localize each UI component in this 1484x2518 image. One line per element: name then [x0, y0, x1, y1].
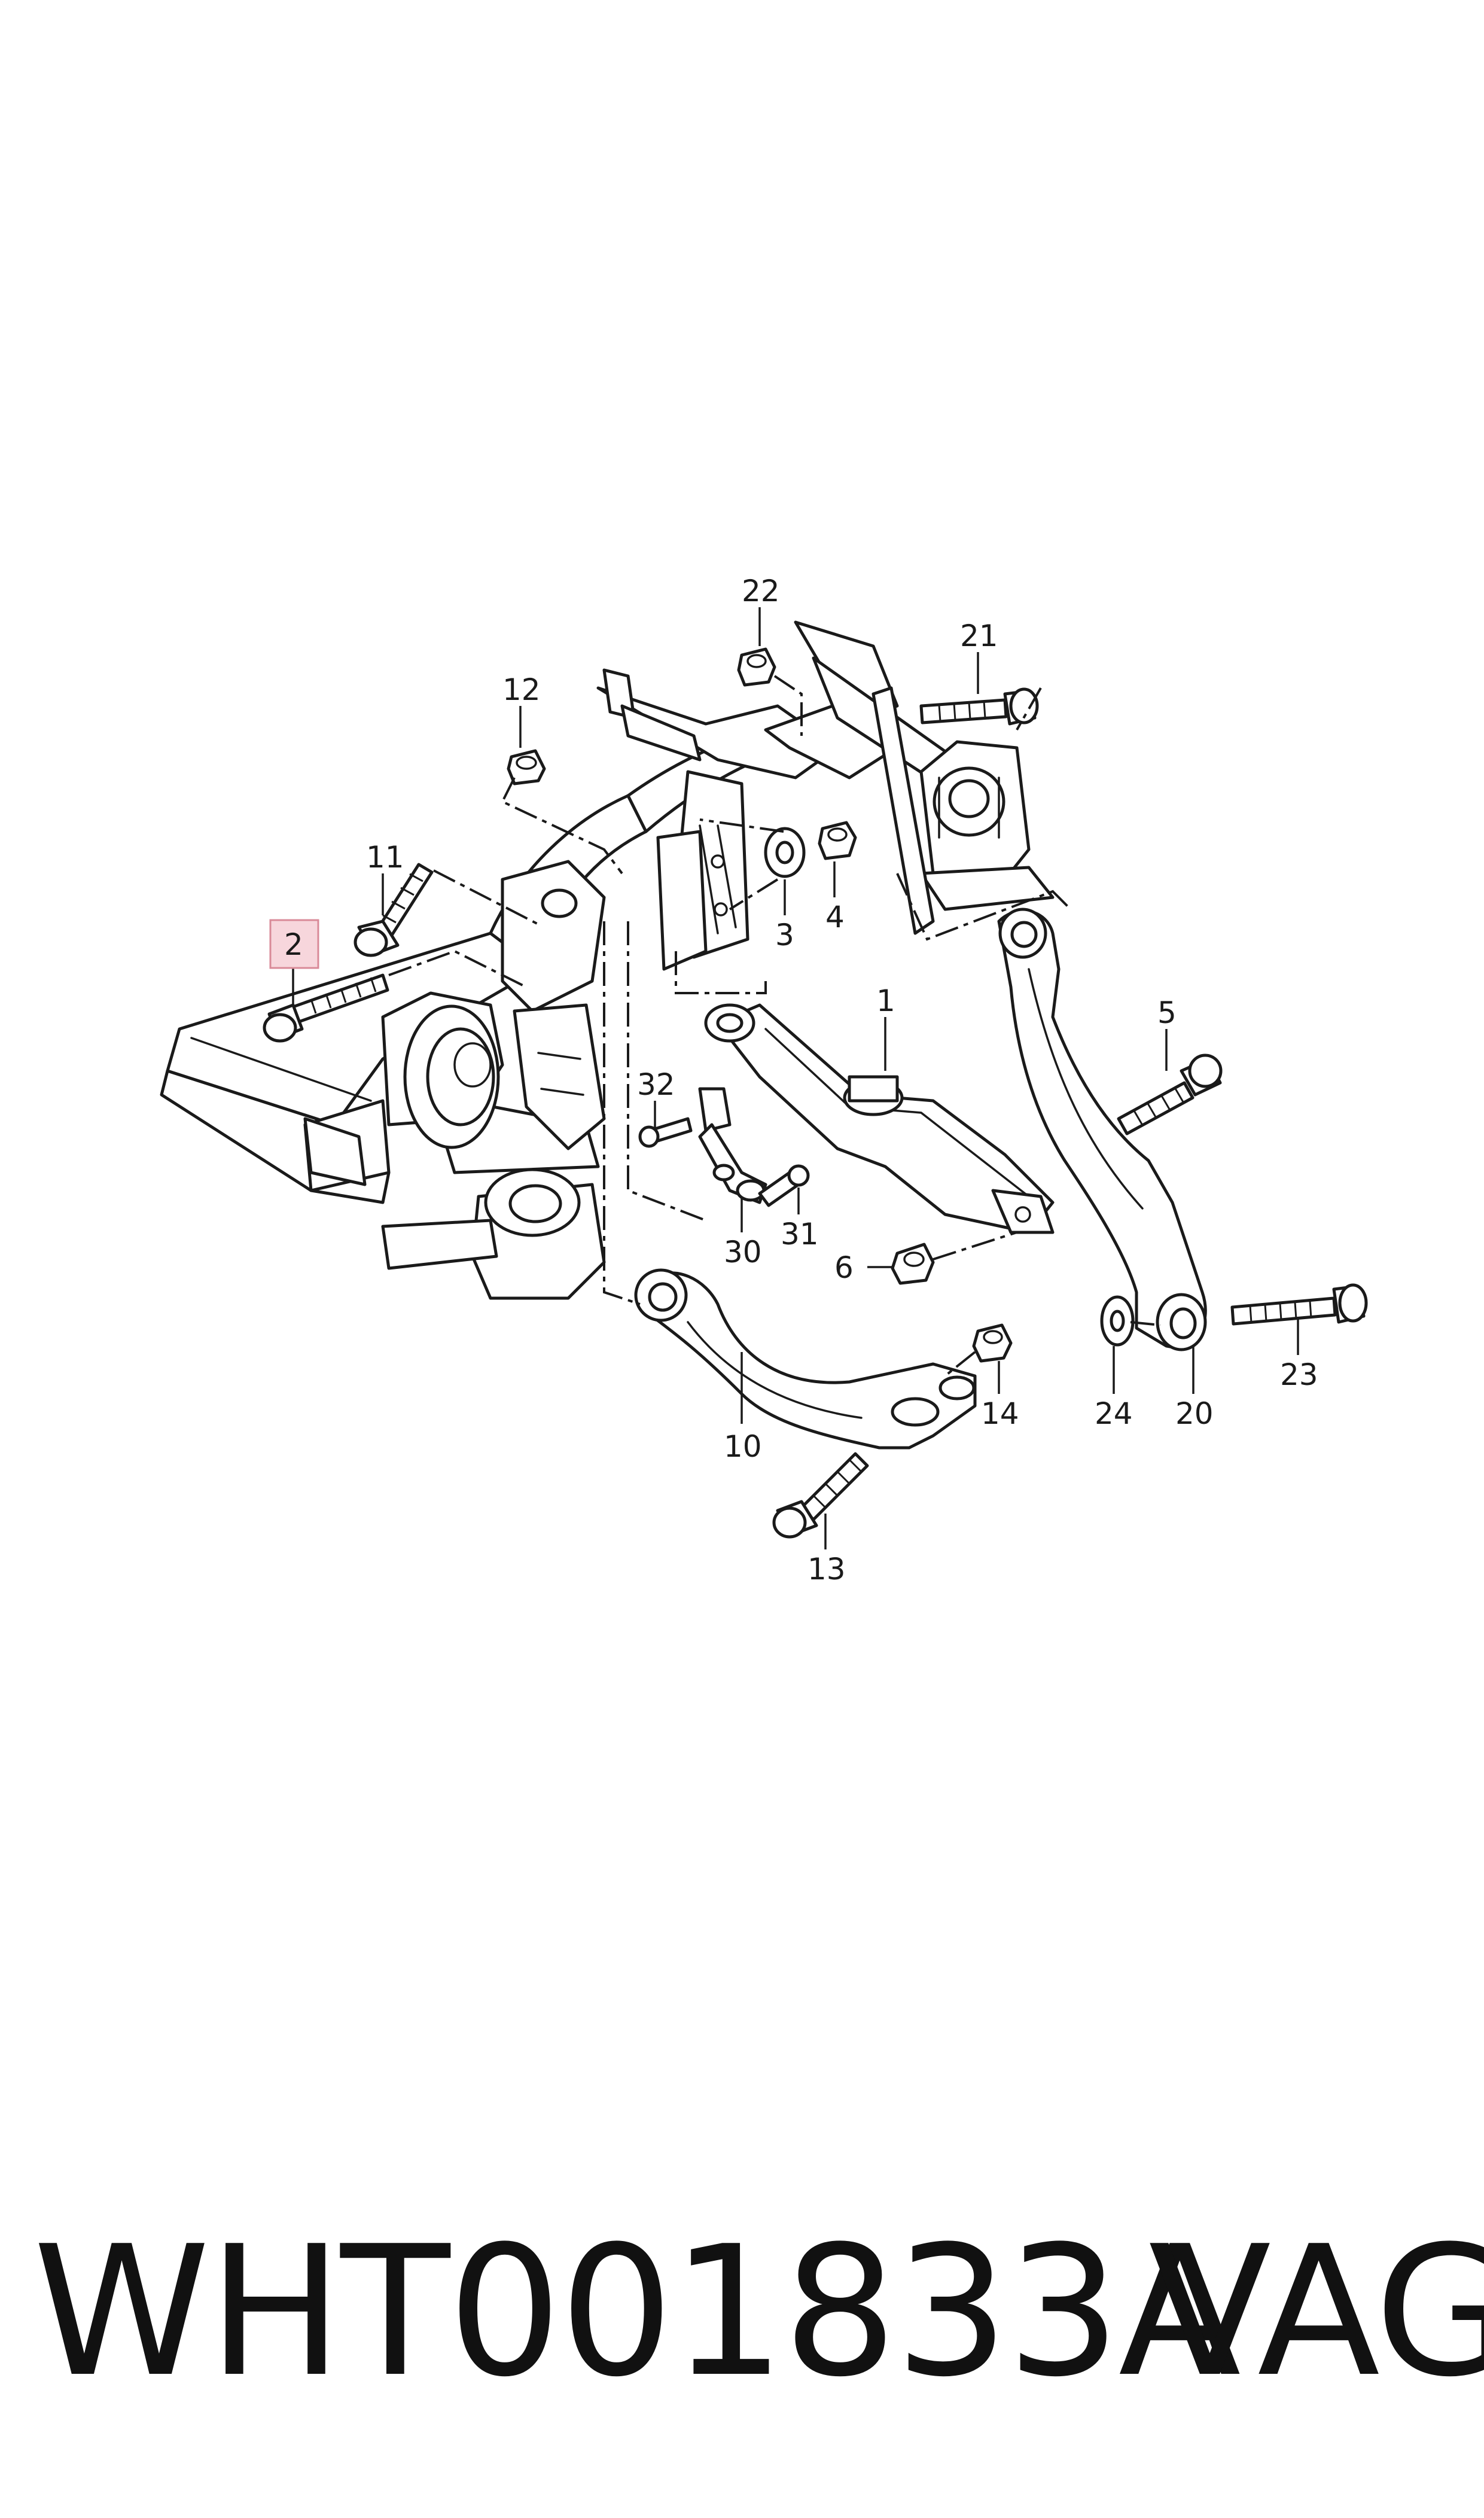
leader-lines: [292, 607, 1299, 1549]
label-part-31: 31: [781, 1217, 819, 1252]
label-part-14: 14: [981, 1396, 1019, 1431]
bolt-part-23: [1230, 1283, 1368, 1326]
nut-part-4: [818, 821, 857, 860]
label-part-21: 21: [960, 619, 998, 653]
nut-part-14: [972, 1323, 1013, 1363]
label-part-23: 23: [1280, 1357, 1318, 1392]
label-part-10: 10: [724, 1429, 762, 1464]
label-part-12: 12: [502, 672, 541, 707]
label-part-4: 4: [825, 900, 845, 934]
bolt-part-31: [758, 1164, 810, 1207]
part-number-code: WHT001833A: [33, 2208, 1241, 2416]
label-part-22: 22: [742, 574, 780, 608]
label-part-2: 2: [284, 927, 303, 962]
nut-part-6: [891, 1243, 935, 1285]
bolt-part-11: [354, 863, 434, 957]
label-part-11: 11: [366, 840, 404, 875]
bolt-part-32: [638, 1117, 693, 1148]
label-part-32: 32: [637, 1067, 675, 1102]
label-part-13: 13: [807, 1552, 846, 1587]
label-part-5: 5: [1157, 995, 1177, 1030]
brand-label: VAG: [1148, 2208, 1484, 2416]
nut-part-22: [737, 647, 776, 687]
trailing-link-part-20: [997, 908, 1207, 1351]
bolt-part-21: [919, 687, 1039, 726]
label-part-30: 30: [724, 1235, 762, 1269]
part-labels: 1 2 3 4 5 6 10 11 12 13 14 20 21 22 23 2…: [284, 574, 1318, 1587]
washer-part-3: [764, 827, 806, 878]
label-part-3: 3: [775, 918, 794, 952]
upper-control-arm-part-10: [634, 1268, 977, 1450]
nut-part-12: [507, 749, 546, 785]
lower-control-arm-part-1: [704, 1003, 1055, 1234]
label-part-20: 20: [1175, 1396, 1214, 1431]
bolt-part-5: [1117, 1054, 1223, 1135]
washer-part-24: [1100, 1295, 1135, 1347]
label-part-24: 24: [1095, 1396, 1133, 1431]
rear-subframe: [160, 620, 1055, 1300]
label-part-1: 1: [876, 984, 895, 1018]
part-2-highlight-box: [269, 919, 319, 969]
bolt-part-2: [263, 973, 389, 1043]
label-part-6: 6: [834, 1250, 854, 1285]
assembly-guide-lines: [388, 675, 1161, 1377]
bolt-part-13: [772, 1452, 869, 1539]
level-sensor-link-part-30: [698, 1087, 767, 1204]
